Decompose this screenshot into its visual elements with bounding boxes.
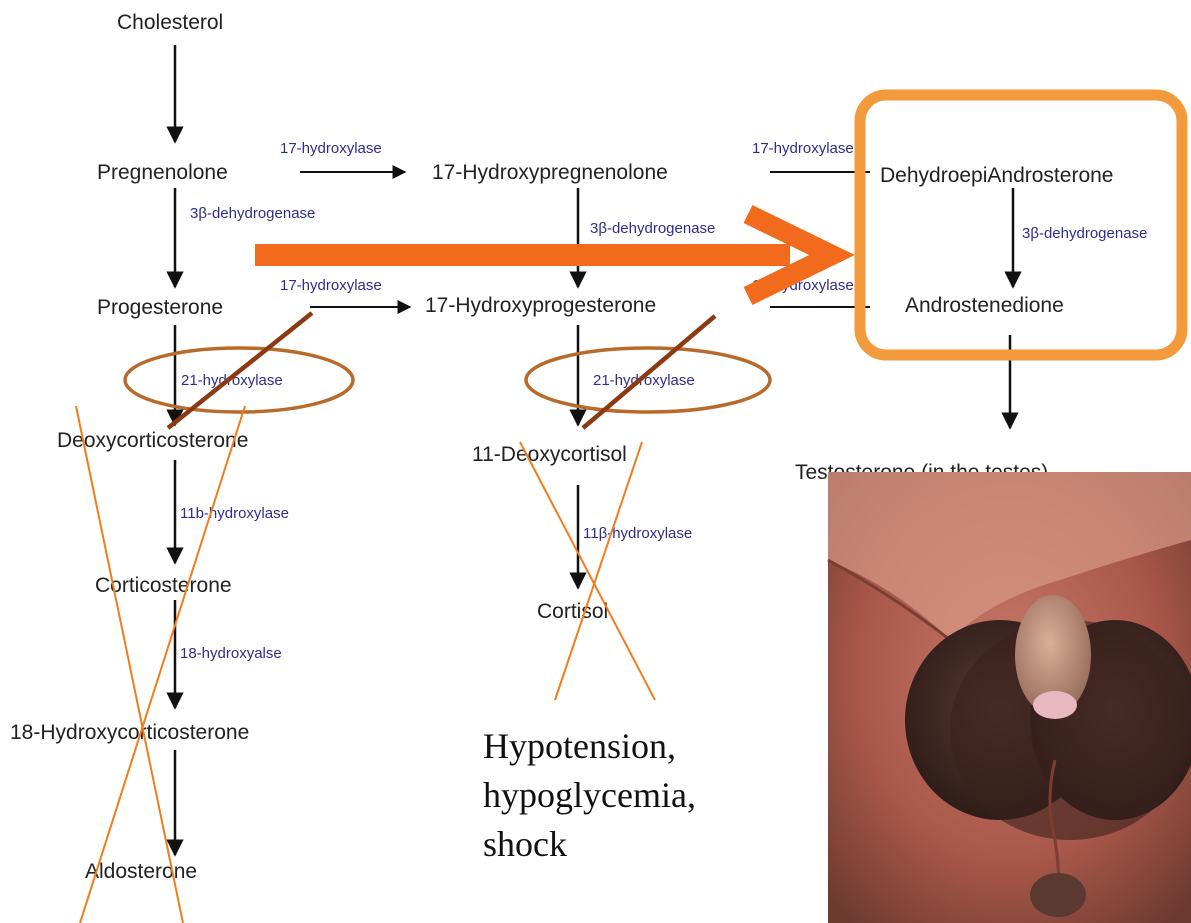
clinical-photo bbox=[828, 472, 1191, 923]
enzyme-18-hydroxylase: 18-hydroxyalse bbox=[180, 645, 282, 662]
clinical-caption: Hypotension, hypoglycemia, shock bbox=[483, 726, 696, 864]
enzyme-17-hydroxylase-1: 17-hydroxylase bbox=[280, 140, 382, 157]
compound-dhea: DehydroepiAndrosterone bbox=[880, 164, 1113, 187]
compound-pregnenolone: Pregnenolone bbox=[97, 161, 228, 184]
compound-cortisol: Cortisol bbox=[537, 600, 608, 623]
enzyme-3b-dehydrogenase-3: 3β-dehydrogenase bbox=[1022, 225, 1147, 242]
compound-progesterone: Progesterone bbox=[97, 296, 223, 319]
compound-11-deoxycortisol: 11-Deoxycortisol bbox=[472, 443, 627, 466]
compound-17-hydroxyprogesterone: 17-Hydroxyprogesterone bbox=[425, 294, 656, 317]
compound-cholesterol: Cholesterol bbox=[117, 11, 223, 34]
compound-18-hydroxycorticosterone: 18-Hydroxycorticosterone bbox=[10, 721, 249, 744]
enzyme-17-hydroxylase-2: 17-hydroxylase bbox=[752, 140, 854, 157]
enzyme-17-hydroxylase-3: 17-hydroxylase bbox=[280, 277, 382, 294]
compound-aldosterone: Aldosterone bbox=[85, 860, 197, 883]
caption-line-3: shock bbox=[483, 824, 567, 864]
cross-mineralocorticoid-branch bbox=[76, 406, 245, 923]
enzyme-3b-dehydrogenase-2: 3β-dehydrogenase bbox=[590, 220, 715, 237]
compound-androstenedione: Androstenedione bbox=[905, 294, 1064, 317]
cross-cortisol-branch bbox=[520, 442, 655, 700]
enzyme-3b-dehydrogenase-1: 3β-dehydrogenase bbox=[190, 205, 315, 222]
enzyme-11b-hydroxylase-1: 11b-hydroxylase bbox=[180, 505, 289, 522]
compound-17-hydroxypregnenolone: 17-Hydroxypregnenolone bbox=[432, 161, 668, 184]
enzyme-11b-hydroxylase-2: 11β-hydroxylase bbox=[583, 525, 692, 542]
caption-line-2: hypoglycemia, bbox=[483, 775, 696, 815]
caption-line-1: Hypotension, bbox=[483, 726, 676, 766]
